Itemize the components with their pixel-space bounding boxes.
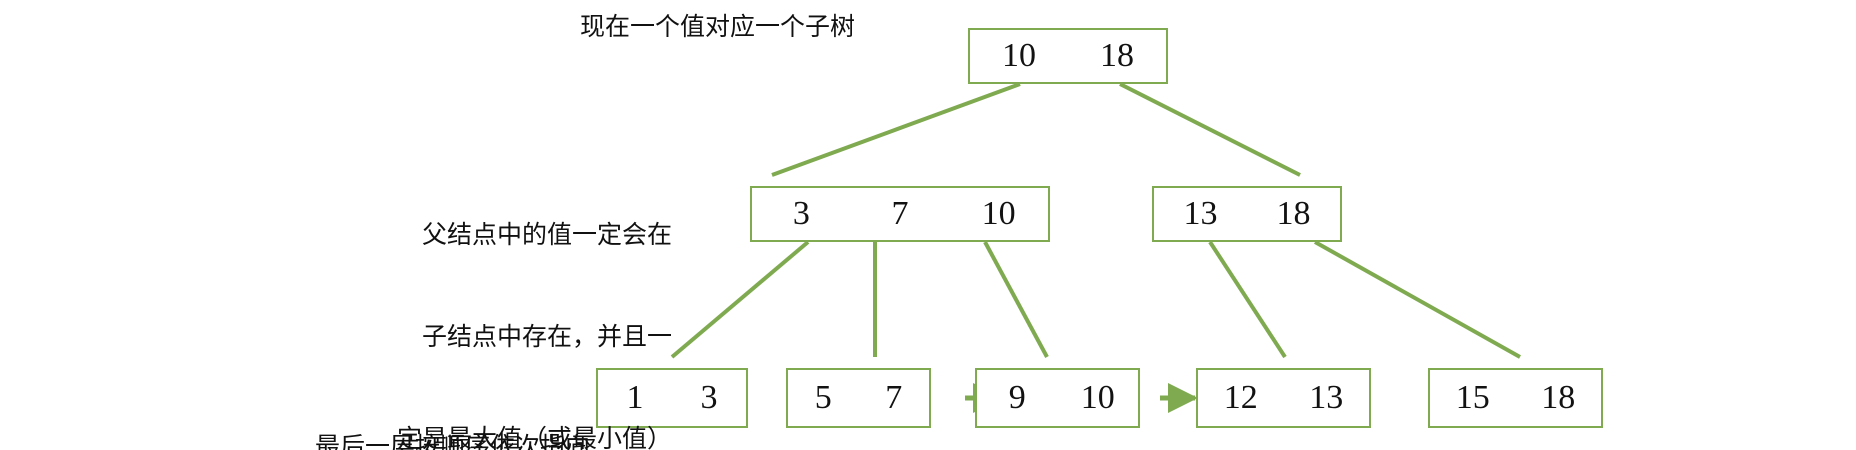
tree-node-leaf-5[interactable]: 15 18 (1428, 368, 1603, 428)
tree-node-root[interactable]: 10 18 (968, 28, 1168, 84)
annotation-top: 现在一个值对应一个子树 (580, 12, 856, 41)
node-key: 10 (1080, 379, 1115, 416)
annotation-leaf-linkedlist: 最后一层按顺序依次指向 下一个结点，就像链表一样 (100, 362, 590, 450)
node-key: 9 (1008, 379, 1026, 416)
edge-internal-right-to-leaf-4 (1208, 240, 1287, 359)
node-key: 7 (891, 195, 909, 232)
node-key: 10 (1002, 37, 1036, 74)
node-key: 3 (792, 195, 810, 232)
node-key: 18 (1100, 37, 1134, 74)
node-key: 3 (700, 379, 718, 416)
node-key: 15 (1455, 379, 1490, 416)
tree-node-leaf-2[interactable]: 5 7 (786, 368, 931, 428)
node-key: 10 (981, 195, 1016, 232)
node-key: 7 (885, 379, 903, 416)
annotation-parent-rule: 父结点中的值一定会在 子结点中存在，并且一 定是最大值（或最小值） 这里是最大值 (272, 150, 672, 450)
edge-internal-left-to-leaf-3 (983, 241, 1049, 358)
node-key: 18 (1276, 195, 1311, 232)
node-key: 12 (1223, 379, 1258, 416)
node-key: 18 (1541, 379, 1576, 416)
annotation-parent-rule-line-2: 子结点中存在，并且一 (421, 322, 672, 351)
tree-node-leaf-3[interactable]: 9 10 (975, 368, 1140, 428)
edge-root-to-internal-left (771, 82, 1021, 177)
node-key: 13 (1183, 195, 1218, 232)
tree-node-internal-right[interactable]: 13 18 (1152, 186, 1342, 242)
edge-internal-right-to-leaf-5 (1314, 240, 1521, 359)
node-key: 13 (1309, 379, 1344, 416)
annotation-parent-rule-line-3: 定是最大值（或最小值） (396, 424, 672, 450)
node-key: 5 (814, 379, 832, 416)
edge-root-to-internal-right (1119, 82, 1301, 177)
tree-node-leaf-4[interactable]: 12 13 (1196, 368, 1371, 428)
annotation-leaf-linkedlist-line-1: 最后一层按顺序依次指向 (314, 432, 590, 450)
edge-internal-left-to-leaf-1 (670, 240, 810, 359)
tree-node-internal-left[interactable]: 3 7 10 (750, 186, 1050, 242)
annotation-parent-rule-line-1: 父结点中的值一定会在 (421, 220, 672, 249)
